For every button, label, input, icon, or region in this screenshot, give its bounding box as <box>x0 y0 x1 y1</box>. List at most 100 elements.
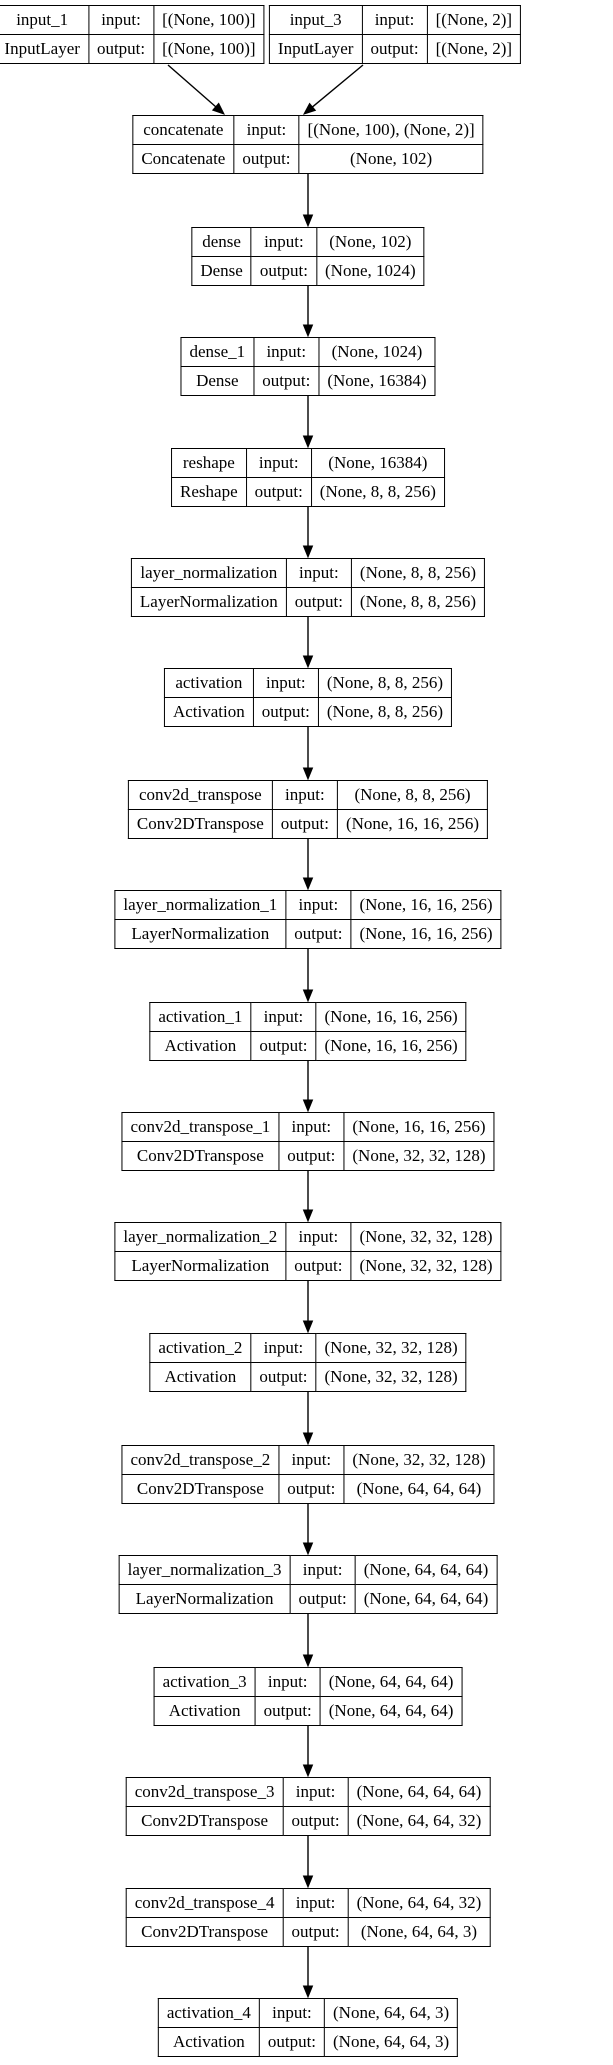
output-label: output: <box>233 144 300 174</box>
node-output-row: Activation output: (None, 8, 8, 256) <box>163 697 453 727</box>
output-shape: [(None, 100)] <box>153 34 265 64</box>
node-input-row: layer_normalization input: (None, 8, 8, … <box>130 558 486 588</box>
output-label: output: <box>253 366 320 396</box>
node-input-row: input_1 input: [(None, 100)] <box>0 5 265 35</box>
layer-node-dense: dense input: (None, 102) Dense output: (… <box>191 227 425 286</box>
node-output-row: Dense output: (None, 1024) <box>191 256 425 286</box>
layer-node-layer_normalization_2: layer_normalization_2 input: (None, 32, … <box>114 1222 502 1281</box>
input-shape: (None, 8, 8, 256) <box>336 780 489 810</box>
node-input-row: conv2d_transpose input: (None, 8, 8, 256… <box>127 780 489 810</box>
node-output-row: Conv2DTranspose output: (None, 64, 64, 3… <box>125 1917 491 1947</box>
edge-arrowhead <box>302 214 314 228</box>
input-label: input: <box>87 5 155 35</box>
edge-arrowhead <box>302 545 314 559</box>
layer-name: activation_1 <box>149 1002 252 1032</box>
input-shape: (None, 16, 16, 256) <box>315 1002 467 1032</box>
node-output-row: InputLayer output: [(None, 2)] <box>268 34 522 64</box>
output-label: output: <box>289 1584 356 1614</box>
layer-node-conv2d_transpose_2: conv2d_transpose_2 input: (None, 32, 32,… <box>121 1445 495 1504</box>
input-label: input: <box>285 558 352 588</box>
node-output-row: Conv2DTranspose output: (None, 16, 16, 2… <box>127 809 489 839</box>
layer-class: Conv2DTranspose <box>125 1806 284 1836</box>
layer-name: activation <box>163 668 254 698</box>
layer-name: activation_2 <box>149 1333 252 1363</box>
output-shape: (None, 1024) <box>316 256 425 286</box>
input-shape: (None, 64, 64, 64) <box>319 1667 463 1697</box>
layer-node-concatenate: concatenate input: [(None, 100), (None, … <box>132 115 484 174</box>
layer-node-input_3: input_3 input: [(None, 2)] InputLayer ou… <box>268 5 522 64</box>
edge-arrowhead <box>302 435 314 449</box>
input-shape: (None, 102) <box>316 227 425 257</box>
edge-arrowhead <box>302 1764 314 1778</box>
output-label: output: <box>285 1251 352 1281</box>
node-input-row: activation_1 input: (None, 16, 16, 256) <box>149 1002 467 1032</box>
edge-arrowhead <box>302 102 317 115</box>
output-shape: (None, 16, 16, 256) <box>350 919 502 949</box>
input-label: input: <box>258 1998 326 2028</box>
output-label: output: <box>271 809 338 839</box>
node-input-row: activation_3 input: (None, 64, 64, 64) <box>153 1667 463 1697</box>
layer-name: activation_4 <box>157 1998 260 2028</box>
output-label: output: <box>278 1474 345 1504</box>
layer-name: input_3 <box>268 5 363 35</box>
input-label: input: <box>271 780 338 810</box>
node-input-row: conv2d_transpose_1 input: (None, 16, 16,… <box>121 1112 495 1142</box>
node-output-row: Activation output: (None, 16, 16, 256) <box>149 1031 467 1061</box>
input-label: input: <box>278 1112 345 1142</box>
layer-class: Conv2DTranspose <box>125 1917 284 1947</box>
input-shape: [(None, 100), (None, 2)] <box>298 115 484 145</box>
input-label: input: <box>252 668 319 698</box>
edge-line <box>312 64 364 108</box>
layer-class: Dense <box>180 366 255 396</box>
edge-arrowhead <box>302 989 314 1003</box>
input-label: input: <box>285 1222 352 1252</box>
layer-node-conv2d_transpose_1: conv2d_transpose_1 input: (None, 16, 16,… <box>121 1112 495 1171</box>
input-label: input: <box>285 890 352 920</box>
node-input-row: activation_2 input: (None, 32, 32, 128) <box>149 1333 467 1363</box>
edge-arrowhead <box>302 1542 314 1556</box>
layer-class: LayerNormalization <box>118 1584 291 1614</box>
node-output-row: Conv2DTranspose output: (None, 64, 64, 6… <box>121 1474 495 1504</box>
layer-name: conv2d_transpose_2 <box>121 1445 280 1475</box>
node-output-row: LayerNormalization output: (None, 64, 64… <box>118 1584 498 1614</box>
layer-class: Activation <box>157 2027 260 2057</box>
node-input-row: layer_normalization_3 input: (None, 64, … <box>118 1555 498 1585</box>
layer-name: layer_normalization <box>130 558 287 588</box>
layer-class: LayerNormalization <box>114 919 287 949</box>
layer-node-conv2d_transpose: conv2d_transpose input: (None, 8, 8, 256… <box>127 780 489 839</box>
output-label: output: <box>258 2027 326 2057</box>
input-label: input: <box>250 1333 317 1363</box>
layer-node-activation_4: activation_4 input: (None, 64, 64, 3) Ac… <box>157 1998 459 2057</box>
node-output-row: LayerNormalization output: (None, 8, 8, … <box>130 587 486 617</box>
layer-node-input_1: input_1 input: [(None, 100)] InputLayer … <box>0 5 265 64</box>
output-shape: (None, 64, 64, 3) <box>324 2027 459 2057</box>
input-label: input: <box>278 1445 345 1475</box>
output-shape: (None, 64, 64, 64) <box>354 1584 498 1614</box>
node-output-row: Concatenate output: (None, 102) <box>132 144 484 174</box>
node-output-row: Activation output: (None, 64, 64, 3) <box>157 2027 459 2057</box>
edge-arrowhead <box>302 1320 314 1334</box>
output-label: output: <box>278 1141 345 1171</box>
edge-arrowhead <box>302 1875 314 1889</box>
input-label: input: <box>250 1002 317 1032</box>
output-shape: (None, 32, 32, 128) <box>343 1141 495 1171</box>
layer-name: conv2d_transpose_4 <box>125 1888 284 1918</box>
node-input-row: conv2d_transpose_4 input: (None, 64, 64,… <box>125 1888 491 1918</box>
output-shape: (None, 8, 8, 256) <box>317 697 453 727</box>
layer-node-activation: activation input: (None, 8, 8, 256) Acti… <box>163 668 453 727</box>
node-output-row: Activation output: (None, 64, 64, 64) <box>153 1696 463 1726</box>
layer-node-conv2d_transpose_4: conv2d_transpose_4 input: (None, 64, 64,… <box>125 1888 491 1947</box>
output-shape: (None, 64, 64, 32) <box>347 1806 491 1836</box>
edge-arrowhead <box>302 1654 314 1668</box>
node-input-row: activation_4 input: (None, 64, 64, 3) <box>157 1998 459 2028</box>
node-input-row: conv2d_transpose_2 input: (None, 32, 32,… <box>121 1445 495 1475</box>
layer-class: InputLayer <box>268 34 363 64</box>
output-shape: (None, 102) <box>298 144 484 174</box>
node-input-row: dense_1 input: (None, 1024) <box>180 337 436 367</box>
output-shape: (None, 64, 64, 3) <box>347 1917 491 1947</box>
layer-class: Conv2DTranspose <box>121 1474 280 1504</box>
layer-name: layer_normalization_3 <box>118 1555 291 1585</box>
output-label: output: <box>245 477 312 507</box>
input-label: input: <box>289 1555 356 1585</box>
input-shape: (None, 64, 64, 64) <box>354 1555 498 1585</box>
